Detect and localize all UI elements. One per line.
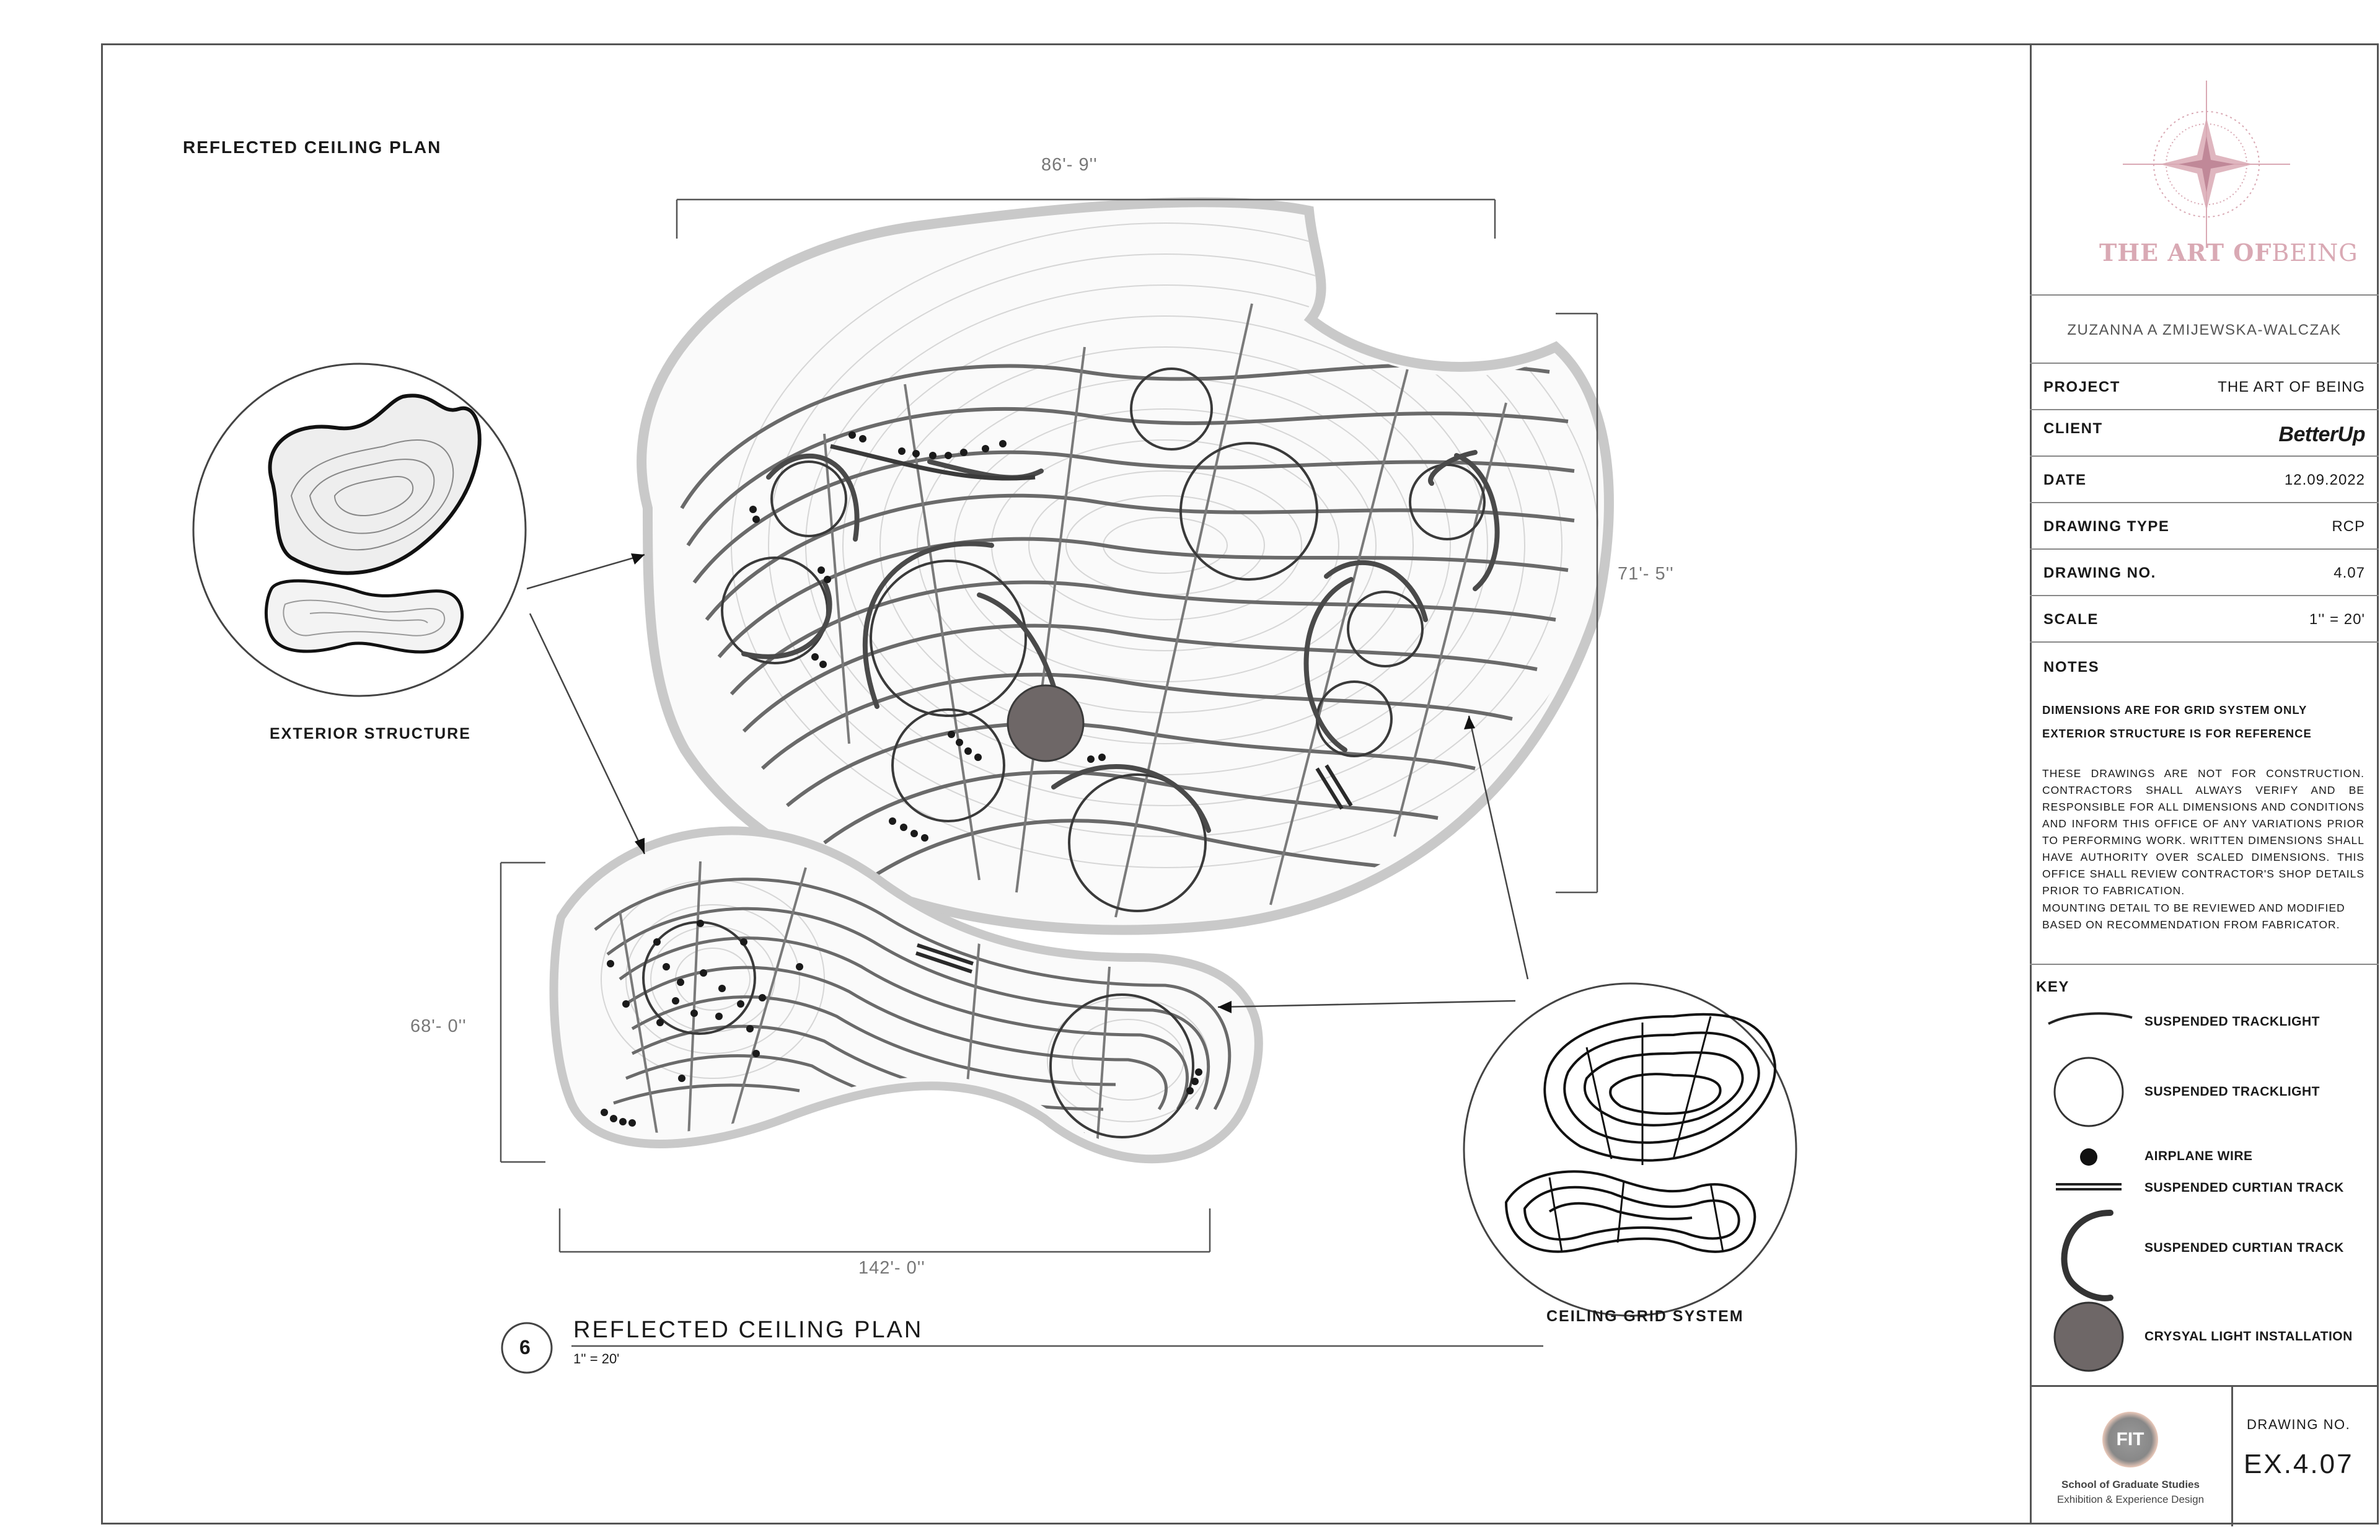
notes-section: NOTES DIMENSIONS ARE FOR GRID SYSTEM ONL… [2030, 641, 2379, 964]
open-circle-icon [2053, 1057, 2124, 1127]
dim-top-width: 86'- 9'' [1041, 155, 1098, 175]
notes-mounting: MOUNTING DETAIL TO BE REVIEWED AND MODIF… [2042, 902, 2345, 931]
field-row-project: PROJECT THE ART OF BEING [2030, 363, 2379, 409]
logo-text-part2: BEING [2272, 239, 2358, 266]
caption-title: REFLECTED CEILING PLAN [573, 1317, 923, 1343]
caption-graphic [501, 1322, 1543, 1374]
key-label-6: CRYSYAL LIGHT INSTALLATION [2144, 1329, 2353, 1344]
exterior-structure-callout [192, 363, 527, 697]
field-row-drawing-type: DRAWING TYPE RCP [2030, 502, 2379, 548]
field-row-scale: SCALE 1'' = 20' [2030, 595, 2379, 641]
title-block: THE ART OFBEING ZUZANNA A ZMIJEWSKA-WALC… [2030, 43, 2379, 1526]
drawing-no-label: DRAWING NO. [2247, 1417, 2351, 1432]
logo-text: THE ART OFBEING [2099, 239, 2358, 266]
star-logo-icon [2123, 81, 2290, 248]
field-key-drawing-type: DRAWING TYPE [2043, 518, 2170, 535]
key-symbols [2048, 1012, 2133, 1372]
key-label-2: SUSPENDED TRACKLIGHT [2144, 1085, 2320, 1099]
school-line-2: Exhibition & Experience Design [2056, 1494, 2205, 1505]
logo-area: THE ART OFBEING [2030, 43, 2379, 294]
page-title: REFLECTED CEILING PLAN [183, 138, 442, 157]
double-line-icon [2056, 1183, 2122, 1190]
dim-left-height: 68'- 0'' [410, 1016, 467, 1036]
caption-number: 6 [519, 1336, 531, 1358]
key-label-1: SUSPENDED TRACKLIGHT [2144, 1014, 2320, 1029]
key-section: KEY SUSPENDED TRACKLIGHT SUSPENDED TRACK… [2030, 964, 2379, 1385]
designer-row: ZUZANNA A ZMIJEWSKA-WALCZAK [2030, 294, 2379, 363]
logo-text-part1: THE ART OF [2099, 239, 2272, 266]
school-line-1: School of Graduate Studies [2061, 1479, 2200, 1490]
field-row-client: CLIENT BetterUp [2030, 409, 2379, 455]
arc-line-icon [2048, 1012, 2133, 1025]
client-logo: BetterUp [2278, 423, 2365, 446]
key-label-4: SUSPENDED CURTIAN TRACK [2144, 1181, 2344, 1195]
designer-name: ZUZANNA A ZMIJEWSKA-WALCZAK [2067, 322, 2342, 338]
field-value-scale: 1'' = 20' [2309, 611, 2365, 628]
field-key-scale: SCALE [2043, 611, 2099, 628]
notes-bold-2: EXTERIOR STRUCTURE IS FOR REFERENCE [2042, 727, 2312, 740]
field-row-drawing-no: DRAWING NO. 4.07 [2030, 548, 2379, 595]
field-key-date: DATE [2043, 472, 2087, 488]
key-label-3: AIRPLANE WIRE [2144, 1149, 2253, 1163]
ceiling-grid-callout [1463, 982, 1797, 1317]
dim-bottom-width: 142'- 0'' [858, 1258, 925, 1278]
fit-logo-icon: FIT [2093, 1406, 2167, 1474]
title-block-divider [2030, 43, 2032, 1525]
caption-scale: 1'' = 20' [573, 1351, 620, 1366]
drawing-no-value: EX.4.07 [2244, 1449, 2354, 1479]
upper-ceiling-plan [637, 197, 1614, 935]
leader-arrows [526, 553, 1529, 1013]
field-key-drawing-no: DRAWING NO. [2043, 565, 2156, 581]
sheet-border [101, 43, 2379, 1525]
field-value-drawing-no: 4.07 [2334, 565, 2365, 581]
dimension-lines [500, 198, 1598, 1253]
c-arc-icon [2061, 1210, 2113, 1301]
field-key-project: PROJECT [2043, 379, 2120, 395]
field-value-date: 12.09.2022 [2284, 472, 2365, 488]
footer-divider [2231, 1387, 2233, 1526]
filled-circle-icon [2053, 1301, 2124, 1372]
exterior-structure-label: EXTERIOR STRUCTURE [270, 725, 471, 742]
filled-dot-icon [2080, 1148, 2097, 1166]
field-row-date: DATE 12.09.2022 [2030, 455, 2379, 502]
notes-heading: NOTES [2043, 659, 2100, 675]
lower-ceiling-plan [549, 826, 1263, 1164]
notes-body: THESE DRAWINGS ARE NOT FOR CONSTRUCTION.… [2042, 767, 2365, 897]
footer-section: FIT School of Graduate Studies Exhibitio… [2030, 1385, 2379, 1526]
field-value-drawing-type: RCP [2332, 518, 2365, 535]
field-key-client: CLIENT [2043, 420, 2103, 437]
key-heading: KEY [2036, 979, 2069, 995]
dim-right-height: 71'- 5'' [1618, 564, 1674, 584]
notes-bold-1: DIMENSIONS ARE FOR GRID SYSTEM ONLY [2042, 703, 2307, 716]
ceiling-grid-label: CEILING GRID SYSTEM [1546, 1308, 1744, 1325]
fit-badge: FIT [2102, 1412, 2158, 1467]
key-label-5: SUSPENDED CURTIAN TRACK [2144, 1241, 2344, 1255]
field-value-project: THE ART OF BEING [2218, 379, 2365, 395]
